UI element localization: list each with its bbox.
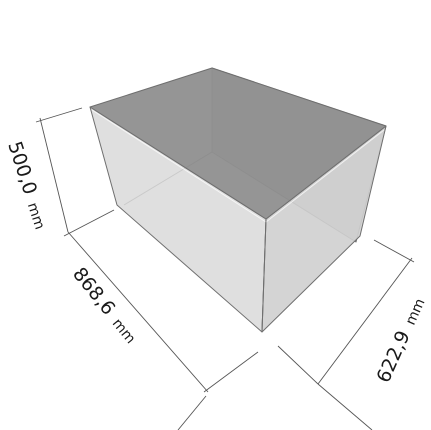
width-dimension: [67, 231, 259, 430]
top-panel: [89, 67, 387, 220]
width-value: 868,6: [68, 263, 119, 319]
depth-dimension: [277, 239, 415, 430]
depth-value: 622,9: [372, 327, 414, 386]
width-label: 868,6 mm: [68, 263, 142, 347]
height-unit: mm: [24, 201, 48, 232]
svg-text:500,0 mm: 500,0 mm: [3, 139, 52, 232]
svg-text:622,9 mm: 622,9 mm: [372, 294, 429, 386]
width-unit: mm: [109, 316, 139, 347]
height-value: 500,0: [3, 139, 41, 198]
height-label: 500,0 mm: [3, 139, 52, 232]
depth-label: 622,9 mm: [372, 294, 429, 386]
front-vertical-edge: [261, 218, 267, 333]
svg-text:868,6 mm: 868,6 mm: [68, 263, 142, 347]
depth-unit: mm: [403, 296, 429, 327]
height-dimension: [35, 107, 115, 237]
